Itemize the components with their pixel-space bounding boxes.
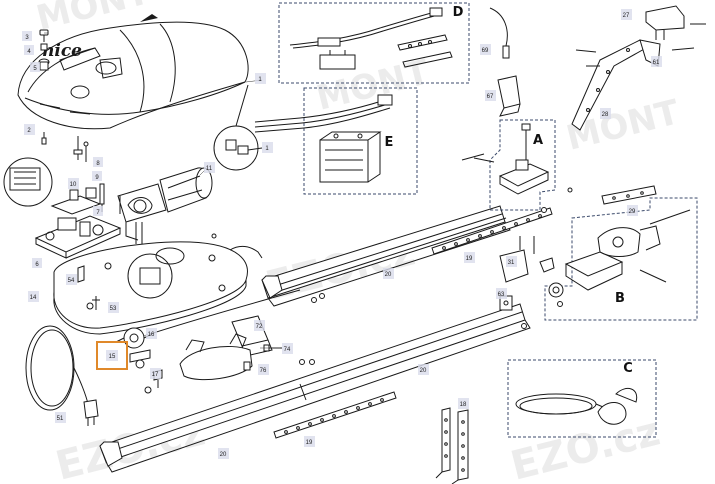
drive-sprocket (115, 327, 153, 349)
motor-gearbox (117, 167, 213, 246)
bracket-19-upper (431, 207, 553, 255)
group-label-b: B (615, 291, 625, 306)
group-label-e: E (385, 135, 394, 150)
group-c-box (507, 359, 657, 438)
part-label: 20 (385, 272, 392, 278)
group-label-a: A (533, 133, 543, 148)
group-d-parts (289, 7, 453, 70)
group-e-parts (254, 94, 393, 183)
group-label-c: C (623, 361, 633, 376)
part-label: 16 (148, 332, 155, 338)
cable-69 (489, 7, 510, 59)
part-label: 1 (258, 77, 262, 83)
part-54 (77, 265, 85, 283)
watermark-domain-1: EZO.cz (506, 408, 664, 484)
group-b-box (544, 197, 698, 321)
part-label: 3 (25, 35, 29, 41)
part-label: 29 (629, 209, 636, 215)
group-d-box (278, 2, 470, 84)
loose-hardware (211, 157, 547, 365)
base-plate (53, 241, 263, 335)
part-label: 61 (653, 60, 660, 66)
part-label: 4 (27, 49, 31, 55)
group-a-box (489, 119, 556, 211)
part-label: 31 (508, 260, 515, 266)
bracket-19-lower (273, 391, 397, 439)
group-b-parts (548, 209, 691, 307)
chain-guard (179, 333, 253, 381)
part-label: 18 (460, 402, 467, 408)
part-label: 20 (220, 452, 227, 458)
part-53 (92, 296, 100, 310)
part-label: 19 (306, 440, 313, 446)
part-label: 72 (256, 324, 263, 330)
part-label: 10 (70, 182, 77, 188)
control-board (34, 187, 122, 259)
cover-logo: nice (42, 41, 82, 61)
group-c-parts (515, 387, 638, 425)
part-67 (497, 75, 521, 117)
bracket-27 (645, 5, 706, 40)
part-label: 76 (260, 368, 267, 374)
part-label: 8 (96, 161, 100, 167)
part-label-highlighted: 15 (109, 354, 116, 360)
part-label: 17 (152, 372, 159, 378)
part-label: 69 (482, 48, 489, 54)
part-label: 19 (466, 256, 473, 262)
part-label: 14 (30, 295, 37, 301)
part-label: 6 (35, 262, 39, 268)
part-label: 54 (68, 278, 75, 284)
part-label: 7 (96, 210, 100, 216)
part-label: 9 (95, 175, 99, 181)
connector-detail (225, 84, 263, 155)
highlight-box-15 (96, 341, 128, 370)
part-label: 74 (284, 347, 291, 353)
power-cable (25, 325, 99, 426)
nut-76 (243, 361, 251, 371)
bracket-29 (601, 185, 657, 205)
part-label: 20 (420, 368, 427, 374)
part-label: 1 (265, 146, 269, 152)
group-a-parts (461, 123, 573, 195)
motor-cover: nice (17, 14, 249, 130)
rail-lower (99, 303, 531, 473)
part-label: 28 (602, 112, 609, 118)
group-label-d: D (453, 5, 464, 20)
bracket-18 (435, 407, 469, 484)
part-label: 2 (27, 128, 31, 134)
group-e-box (303, 87, 418, 195)
part-label: 51 (57, 416, 64, 422)
chain-rail-upper (149, 289, 301, 335)
part-label: 63 (498, 292, 505, 298)
part-label: 5 (33, 66, 37, 72)
part-label: 11 (206, 166, 213, 172)
part-label: 27 (623, 13, 630, 19)
part-label: 53 (110, 306, 117, 312)
board-detail (9, 167, 41, 191)
part-label: 67 (487, 94, 494, 100)
part-labels: 1 1 2 3 4 5 6 7 8 9 10 11 14 15 16 17 18… (22, 9, 662, 459)
board-screws-8 (73, 136, 89, 162)
cover-screw-2 (41, 132, 47, 145)
